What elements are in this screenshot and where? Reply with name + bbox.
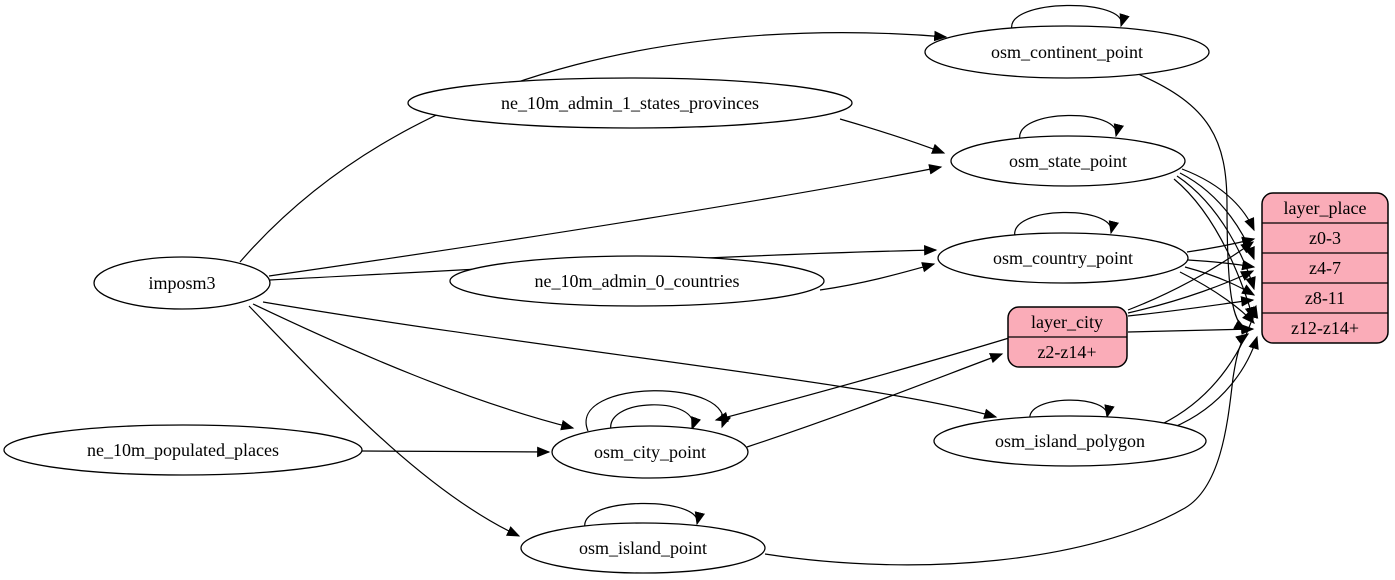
selfloop-state (1019, 114, 1124, 141)
node-label: osm_city_point (594, 442, 706, 462)
selfloop-country (1014, 211, 1119, 238)
selfloop-continent (1011, 4, 1130, 31)
edge-nepopulated-city (361, 446, 551, 458)
node-osm-island-point: osm_island_point (520, 522, 766, 574)
edge-imposm3-islandpoint (248, 305, 521, 537)
edge-islandpoint-z12 (764, 333, 1250, 566)
edge-country-z0 (1186, 236, 1256, 253)
edge-country-z8 (1184, 266, 1256, 296)
record-row-z0-3: z0-3 (1309, 228, 1341, 248)
node-label: osm_island_point (579, 538, 707, 558)
node-label: ne_10m_populated_places (87, 440, 279, 460)
node-osm-island-polygon: osm_island_polygon (933, 415, 1207, 467)
node-ne-10m-admin-1-states-provinces: ne_10m_admin_1_states_provinces (407, 77, 853, 129)
edge-imposm3-continent (239, 30, 948, 263)
edge-imposm3-islandpolygon (262, 301, 998, 419)
edge-layercity-z4 (1127, 270, 1255, 314)
node-label: osm_country_point (993, 248, 1133, 268)
selfloop-islandpoint (584, 502, 705, 529)
selfloop-city-inner (610, 404, 701, 435)
node-label: osm_continent_point (991, 42, 1143, 62)
edge-state-z12 (1173, 178, 1256, 321)
edge-group (239, 4, 1259, 566)
node-osm-state-point: osm_state_point (950, 135, 1186, 187)
record-row-z4-7: z4-7 (1309, 258, 1341, 278)
node-ne-10m-populated-places: ne_10m_populated_places (3, 424, 363, 476)
node-imposm3: imposm3 (93, 256, 271, 310)
node-label: osm_island_polygon (995, 431, 1145, 451)
edge-country-z4 (1187, 259, 1256, 271)
edge-country-z12 (1179, 271, 1255, 324)
record-row-z12-z14: z12-z14+ (1291, 318, 1359, 338)
record-row-z2-z14: z2-z14+ (1037, 342, 1096, 362)
node-osm-continent-point: osm_continent_point (924, 25, 1210, 79)
record-title: layer_city (1031, 312, 1103, 332)
edge-layercity-city (714, 337, 1010, 423)
edge-imposm3-state (268, 164, 943, 277)
edge-layercity-z12 (1127, 324, 1255, 335)
edge-islandpolygon-z12 (1171, 335, 1259, 429)
edge-layercity-z0 (1127, 241, 1255, 311)
edge-ne1states-state (839, 118, 946, 154)
record-title: layer_place (1284, 198, 1367, 218)
selfloop-city-outer (585, 390, 732, 432)
edge-imposm3-city (252, 303, 575, 431)
node-label: ne_10m_admin_1_states_provinces (501, 93, 759, 113)
node-label: imposm3 (148, 273, 215, 293)
edge-ne0countries-country (819, 262, 936, 291)
node-label: osm_state_point (1009, 151, 1127, 171)
record-row-z8-11: z8-11 (1305, 288, 1345, 308)
record-layer-city: layer_city z2-z14+ (1007, 306, 1128, 368)
node-ne-10m-admin-0-countries: ne_10m_admin_0_countries (449, 255, 825, 307)
node-osm-country-point: osm_country_point (937, 232, 1189, 284)
edge-state-z0 (1181, 168, 1255, 232)
selfloop-islandpolygon (1029, 399, 1115, 421)
node-osm-city-point: osm_city_point (551, 425, 749, 479)
edge-city-layercity (746, 353, 1004, 448)
record-layer-place: layer_place z0-3 z4-7 z8-11 z12-z14+ (1261, 192, 1389, 344)
edge-continent-z12 (1137, 73, 1248, 331)
edge-layercity-z8 (1127, 296, 1255, 317)
node-label: ne_10m_admin_0_countries (535, 271, 740, 291)
